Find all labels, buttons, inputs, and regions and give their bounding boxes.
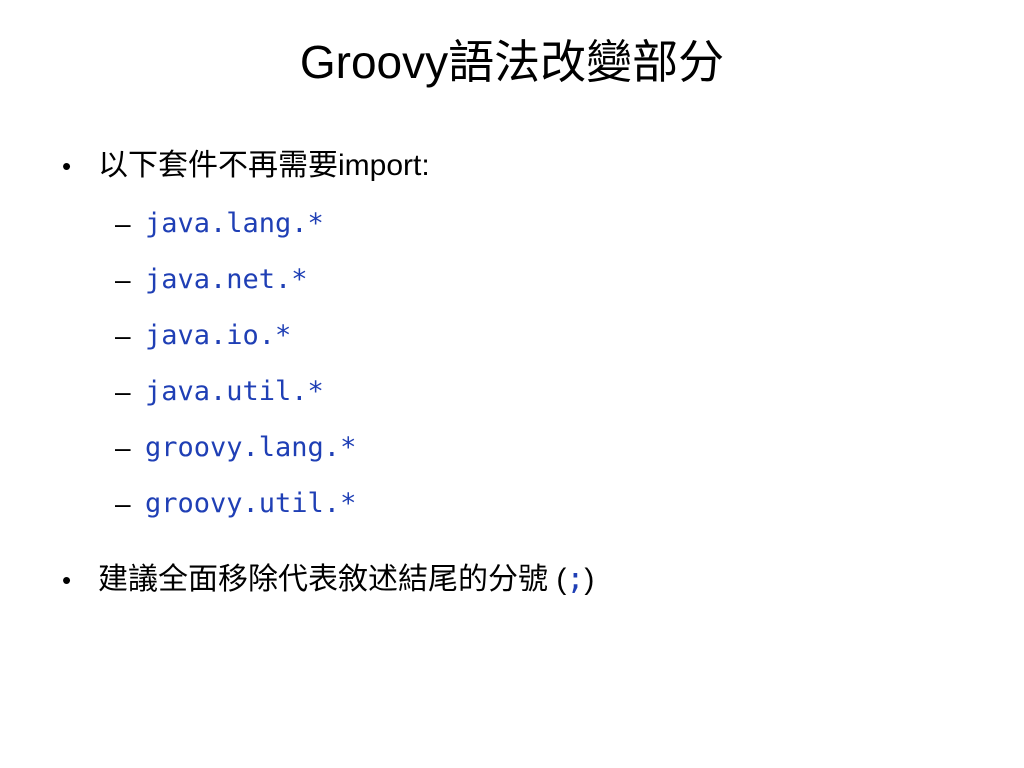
dash-marker: –	[115, 488, 131, 519]
package-name: java.util.*	[145, 376, 324, 407]
dash-marker: –	[115, 432, 131, 463]
closing-paren: )	[584, 563, 595, 596]
semicolon-code: ;	[566, 562, 585, 597]
package-item: – groovy.util.*	[115, 486, 356, 522]
package-item: – java.lang.*	[115, 206, 324, 242]
bullet-text: 建議全面移除代表敘述結尾的分號 (	[98, 563, 567, 596]
package-item: – groovy.lang.*	[115, 430, 356, 466]
package-name: java.net.*	[145, 264, 308, 295]
bullet-marker: •	[62, 151, 72, 181]
bullet-marker: •	[62, 565, 72, 595]
bullet-text: 以下套件不再需要import:	[98, 149, 430, 182]
package-item: – java.util.*	[115, 374, 324, 410]
slide-title: Groovy語法改變部分	[299, 36, 725, 88]
package-name: groovy.util.*	[145, 488, 357, 519]
package-name: groovy.lang.*	[145, 432, 357, 463]
package-name: java.lang.*	[145, 208, 324, 239]
package-item: – java.io.*	[115, 318, 291, 354]
package-name: java.io.*	[145, 320, 292, 351]
dash-marker: –	[115, 208, 131, 239]
package-item: – java.net.*	[115, 262, 308, 298]
dash-marker: –	[115, 320, 131, 351]
bullet-import-note: • 以下套件不再需要import:	[62, 146, 430, 186]
bullet-semicolon-note: • 建議全面移除代表敘述結尾的分號 (;)	[62, 560, 594, 600]
dash-marker: –	[115, 264, 131, 295]
dash-marker: –	[115, 376, 131, 407]
